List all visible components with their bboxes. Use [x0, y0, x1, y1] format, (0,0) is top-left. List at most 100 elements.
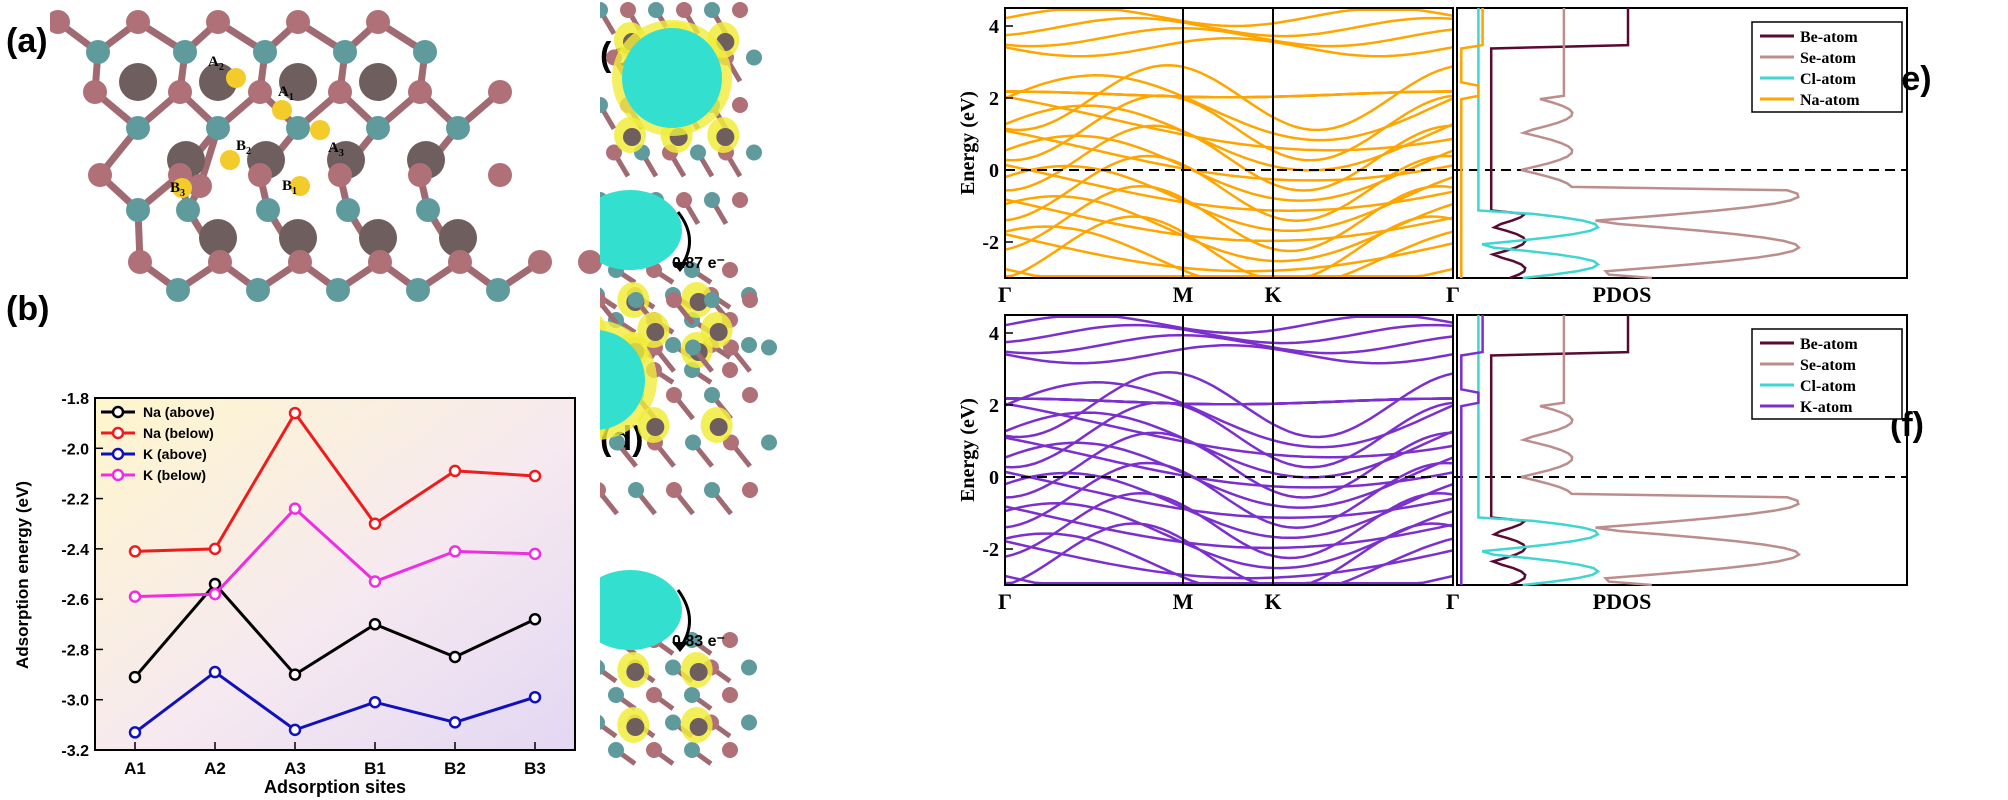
legend-marker [111, 426, 125, 440]
atom [628, 482, 644, 498]
se-atom [208, 250, 232, 274]
band-line [1004, 343, 1454, 365]
band-line [1004, 470, 1454, 519]
site-label-a2: A2 [208, 54, 224, 73]
data-point [528, 547, 542, 561]
atom [732, 192, 748, 208]
se-atom [328, 163, 352, 187]
be-atom [279, 219, 317, 257]
data-point [368, 517, 382, 530]
data-point [288, 406, 302, 420]
band-line [1004, 195, 1454, 263]
band-line [1004, 164, 1454, 233]
cl-atom [406, 278, 430, 302]
cl-atom [176, 198, 200, 222]
se-atom [128, 250, 152, 274]
pdos-curve [1460, 315, 1484, 585]
atom [741, 659, 757, 676]
y-tick-label: -2.4 [61, 542, 89, 559]
y-tick-label: 2 [989, 88, 999, 110]
energy-axis-label: Energy (eV) [960, 398, 979, 502]
cl-atom [126, 116, 150, 140]
cl-atom [366, 116, 390, 140]
pdos-curve [1488, 8, 1630, 280]
adatom-site [220, 150, 240, 170]
series-line [134, 410, 536, 553]
be-atom [716, 128, 735, 146]
site-label-a3: A3 [328, 140, 344, 159]
se-atom [488, 80, 512, 104]
legend-marker [111, 447, 125, 461]
be-atom [199, 63, 237, 101]
atom [620, 2, 636, 18]
se-atom [488, 163, 512, 187]
atom [646, 742, 662, 758]
y-tick-label: -2.2 [61, 492, 89, 509]
band-frame [1004, 314, 1454, 586]
data-point [528, 469, 542, 483]
band-line [1004, 323, 1454, 345]
y-tick-label: -2 [982, 232, 999, 254]
atom [704, 387, 720, 403]
legend-entry: Cl-atom [1800, 378, 1857, 395]
data-point [528, 613, 542, 626]
band-line [1004, 64, 1454, 132]
kpoint-label: M [1173, 589, 1194, 614]
legend-entry: K (above) [143, 446, 207, 462]
kpoint-label: Γ [998, 589, 1012, 614]
data-point [448, 716, 462, 729]
be-atom [646, 323, 665, 341]
atom [741, 714, 757, 731]
site-label-b1: B1 [282, 178, 297, 197]
pdos-curve [1460, 8, 1484, 278]
atom [600, 660, 605, 675]
band-frame [1004, 7, 1454, 279]
cl-atom [333, 40, 357, 64]
density-cyan-lobe [600, 190, 682, 270]
se-atom [168, 80, 192, 104]
arrow-head [672, 262, 688, 272]
se-atom [578, 250, 602, 274]
band-line [1005, 90, 1453, 99]
atom [609, 434, 625, 451]
be-atom [709, 418, 728, 436]
band-line [1004, 163, 1454, 212]
band-line [1004, 402, 1454, 459]
panel-label-b: (b) [6, 290, 50, 328]
band-line [1004, 8, 1454, 28]
legend-entry: Na (above) [143, 404, 215, 420]
band-line [1004, 502, 1454, 570]
band-line [1004, 539, 1454, 580]
se-atom [368, 250, 392, 274]
data-point [288, 668, 302, 681]
se-atom [248, 163, 272, 187]
atom [722, 742, 738, 758]
data-point [368, 695, 382, 709]
se-atom [408, 163, 432, 187]
be-atom [709, 323, 728, 341]
atom [761, 434, 777, 451]
lattice [600, 632, 757, 766]
data-point [128, 726, 142, 739]
band-line [1004, 26, 1454, 48]
band-line [1004, 436, 1454, 489]
legend-entry: Be-atom [1800, 336, 1858, 353]
kpoint-label: K [1264, 282, 1281, 307]
atom [746, 49, 762, 66]
band-line [1004, 225, 1454, 278]
data-point [288, 723, 302, 737]
y-tick-label: 4 [989, 323, 999, 345]
atom [742, 387, 758, 403]
legend-entry: Cl-atom [1800, 71, 1857, 88]
atom [600, 2, 608, 18]
atom [608, 687, 624, 703]
se-atom [188, 174, 212, 198]
cl-atom [446, 116, 470, 140]
kpoint-label: Γ [998, 282, 1012, 307]
atom [722, 687, 738, 703]
band-line [1004, 36, 1454, 58]
be-atom [359, 63, 397, 101]
atom [704, 2, 720, 18]
adatom-site [290, 176, 310, 196]
